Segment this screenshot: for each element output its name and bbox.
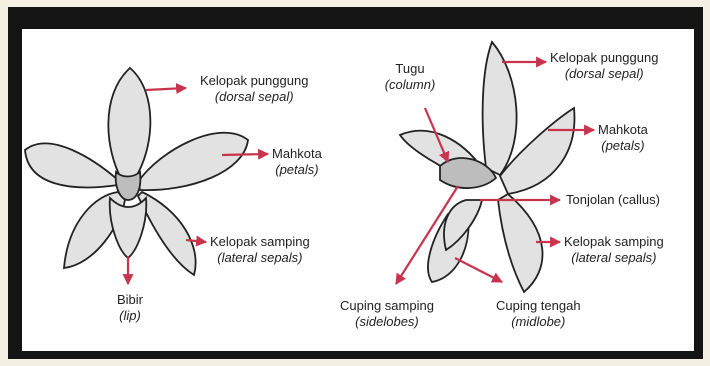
label-left-petals-text: Mahkota (272, 146, 322, 162)
label-left-dorsal-text: Kelopak punggung (200, 73, 308, 89)
label-right-dorsal-sub: (dorsal sepal) (550, 66, 658, 82)
label-right-lateral-sub: (lateral sepals) (564, 250, 664, 266)
label-right-midlobe-sub: (midlobe) (496, 314, 581, 330)
left-lip (110, 198, 147, 258)
label-left-lip: Bibir (lip) (110, 292, 150, 324)
label-left-lip-text: Bibir (110, 292, 150, 308)
label-right-column-text: Tugu (380, 61, 440, 77)
label-right-dorsal-sepal: Kelopak punggung (dorsal sepal) (550, 50, 658, 82)
arrow-left-dorsal (146, 88, 186, 90)
label-left-petals-sub: (petals) (272, 162, 322, 178)
label-right-column: Tugu (column) (380, 61, 440, 93)
label-right-petals-sub: (petals) (598, 138, 648, 154)
label-left-petals: Mahkota (petals) (272, 146, 322, 178)
label-right-sidelobes: Cuping samping (sidelobes) (340, 298, 434, 330)
label-right-sidelobes-text: Cuping samping (340, 298, 434, 314)
left-petal-right (138, 133, 248, 190)
label-right-lateral-text: Kelopak samping (564, 234, 664, 250)
label-right-column-sub: (column) (380, 77, 440, 93)
label-left-dorsal-sub: (dorsal sepal) (200, 89, 308, 105)
label-right-midlobe-text: Cuping tengah (496, 298, 581, 314)
left-dorsal-sepal (108, 68, 150, 180)
label-left-lateral-text: Kelopak samping (210, 234, 310, 250)
right-lateral-sepal (498, 194, 543, 292)
label-right-callus: Tonjolan (callus) (566, 192, 660, 208)
label-left-lip-sub: (lip) (110, 308, 150, 324)
arrow-right-midlobe (455, 258, 502, 282)
label-right-lateral-sepals: Kelopak samping (lateral sepals) (564, 234, 664, 266)
arrow-left-petals (222, 154, 268, 155)
label-left-lateral-sub: (lateral sepals) (210, 250, 310, 266)
label-right-midlobe: Cuping tengah (midlobe) (496, 298, 581, 330)
label-left-lateral-sepals: Kelopak samping (lateral sepals) (210, 234, 310, 266)
label-left-dorsal-sepal: Kelopak punggung (dorsal sepal) (200, 73, 308, 105)
label-right-petals-text: Mahkota (598, 122, 648, 138)
label-right-sidelobes-sub: (sidelobes) (340, 314, 434, 330)
label-right-callus-text: Tonjolan (callus) (566, 192, 660, 208)
label-right-dorsal-text: Kelopak punggung (550, 50, 658, 66)
left-petal-left (25, 143, 118, 187)
label-right-petals: Mahkota (petals) (598, 122, 648, 154)
